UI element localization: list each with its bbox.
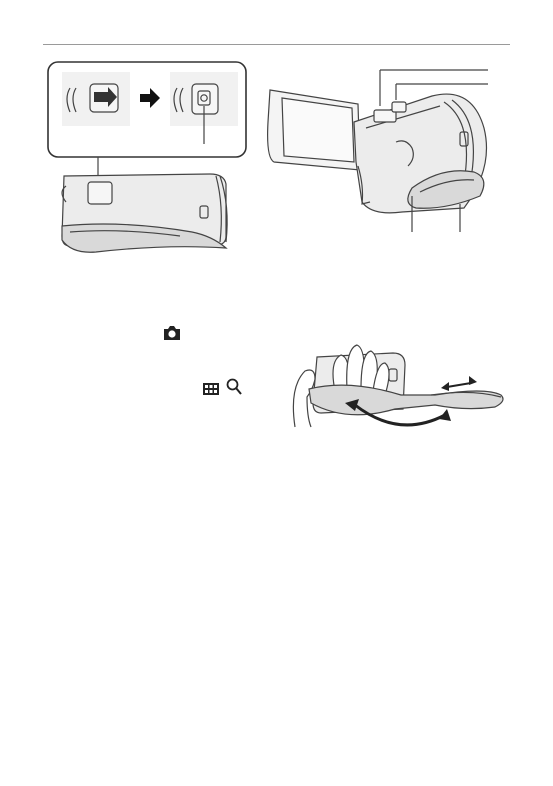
header-rule [43,44,510,45]
figure-hand-strap-adjust [292,344,504,428]
figure-camcorder-lcd-open [267,69,488,232]
camera-icon [163,325,181,346]
thumbnail-grid-icon [203,382,219,400]
figure-eject-inset [47,61,247,253]
magnifier-icon [226,378,242,400]
